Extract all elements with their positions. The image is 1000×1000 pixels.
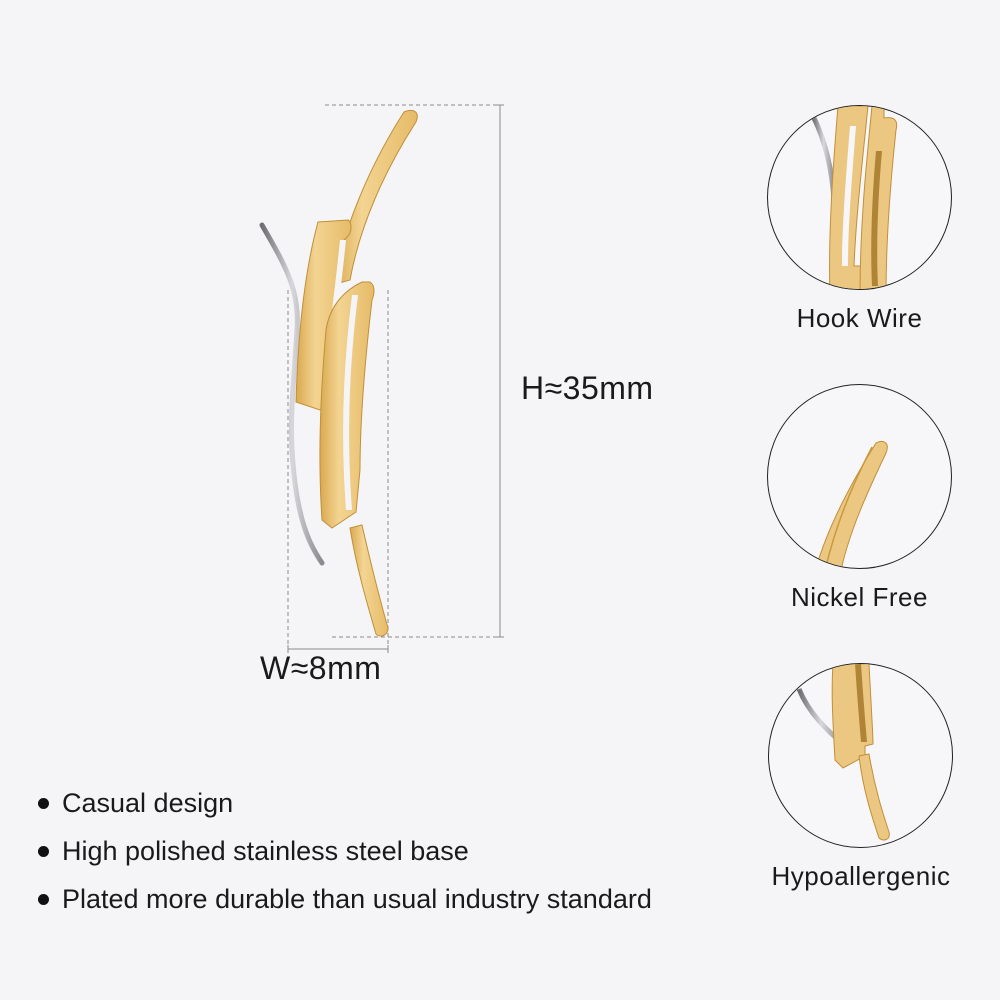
- bullet-item: Casual design: [38, 783, 652, 831]
- feature-label: Hook Wire: [796, 303, 923, 333]
- bullet-dot-icon: [38, 846, 49, 857]
- width-dimension-label: W≈8mm: [260, 650, 382, 686]
- nickel-free-icon: [767, 384, 952, 569]
- bullet-item: High polished stainless steel base: [38, 831, 652, 879]
- hypoallergenic-icon: [768, 663, 953, 848]
- bullet-text: High polished stainless steel base: [62, 836, 469, 866]
- bullet-item: Plated more durable than usual industry …: [38, 879, 652, 927]
- hook-wire-icon: [767, 105, 952, 290]
- bullet-dot-icon: [38, 894, 49, 905]
- feature-label: Hypoallergenic: [771, 861, 951, 891]
- dimension-lines: [287, 104, 504, 653]
- bullet-text: Plated more durable than usual industry …: [62, 884, 652, 914]
- product-figure: H≈35mm W≈8mm: [259, 104, 654, 686]
- height-dimension-label: H≈35mm: [521, 370, 654, 406]
- bullet-text: Casual design: [62, 788, 234, 818]
- feature-label: Nickel Free: [791, 582, 928, 612]
- feature-bullet-list: Casual design High polished stainless st…: [38, 783, 652, 927]
- bullet-dot-icon: [38, 798, 49, 809]
- earring-illustration: [259, 104, 504, 653]
